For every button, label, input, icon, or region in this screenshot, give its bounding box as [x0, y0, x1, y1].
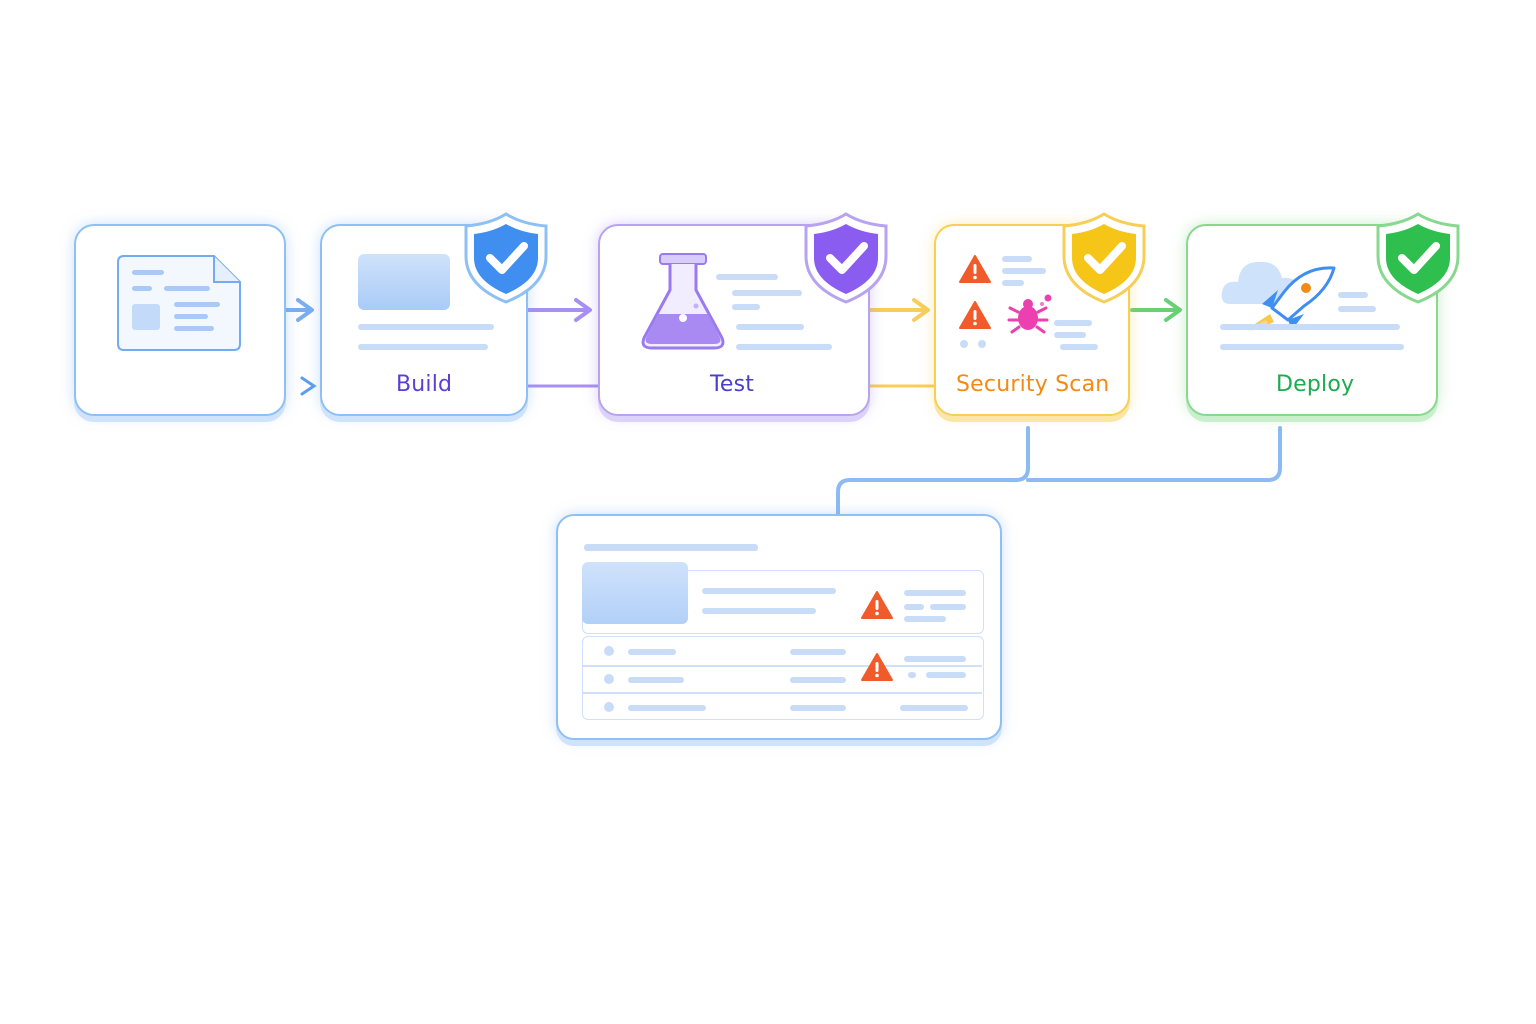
report-text-line	[904, 656, 966, 662]
security-text-line	[1060, 344, 1098, 350]
test-text-line	[716, 274, 778, 280]
build-card[interactable]: Build	[320, 224, 528, 416]
security-text-line	[1054, 320, 1092, 326]
build-text-line	[358, 324, 494, 330]
security-text-line	[1002, 280, 1024, 286]
test-text-line	[736, 324, 804, 330]
row-text-line	[628, 677, 684, 683]
table-row-divider	[583, 692, 982, 694]
flask-icon	[641, 253, 725, 350]
deploy-text-line	[1338, 306, 1376, 312]
row-text-line	[900, 705, 968, 711]
bug-icon	[1007, 294, 1052, 334]
report-text-line	[926, 672, 966, 678]
security-text-line	[1002, 268, 1046, 274]
deploy-shield-check-icon	[1376, 212, 1460, 304]
warning-icon	[959, 255, 991, 283]
row-text-line	[790, 705, 846, 711]
row-text-line	[790, 677, 846, 683]
deploy-text-line	[1220, 324, 1400, 330]
deploy-text-line	[1338, 292, 1368, 298]
report-text-line	[702, 608, 816, 614]
security-text-line	[1002, 256, 1032, 262]
row-text-line	[628, 705, 706, 711]
build-preview-image	[358, 254, 450, 310]
build-text-line	[358, 344, 488, 350]
warning-icon	[959, 301, 991, 329]
deploy-label: Deploy	[1276, 372, 1355, 397]
security-shield-check-icon	[1062, 212, 1146, 304]
report-text-line	[904, 590, 966, 596]
report-table	[582, 636, 984, 720]
security-dot	[978, 340, 986, 348]
build-label: Build	[396, 372, 453, 397]
document-icon	[117, 255, 241, 351]
security-dot	[960, 340, 968, 348]
security-scan-label: Security Scan	[956, 372, 1110, 397]
arrow-security-deploy	[1130, 298, 1182, 322]
table-row-divider	[583, 665, 982, 667]
report-text-line	[904, 616, 946, 622]
arrow-test-security	[868, 298, 930, 322]
test-shield-check-icon	[804, 212, 888, 304]
report-panel[interactable]	[556, 514, 1002, 740]
deploy-text-line	[1220, 344, 1404, 350]
test-text-line	[736, 344, 832, 350]
test-label: Test	[710, 372, 755, 397]
report-text-line	[702, 588, 836, 594]
report-preview-image	[582, 562, 688, 624]
row-status-dot	[604, 674, 614, 684]
report-text-line	[904, 604, 924, 610]
cloud-icon	[1221, 261, 1301, 304]
row-status-dot	[604, 702, 614, 712]
arrow-build-test	[526, 298, 592, 322]
test-text-line	[732, 304, 760, 310]
security-text-line	[1054, 332, 1086, 338]
report-text-line	[930, 604, 966, 610]
warning-icon	[861, 591, 893, 619]
report-title-line	[584, 544, 758, 551]
warning-icon	[861, 653, 893, 681]
build-shield-check-icon	[464, 212, 548, 304]
row-text-line	[628, 649, 676, 655]
report-text-line	[908, 672, 916, 678]
row-status-dot	[604, 646, 614, 656]
row-text-line	[790, 649, 846, 655]
test-text-line	[732, 290, 802, 296]
source-card[interactable]	[74, 224, 286, 416]
